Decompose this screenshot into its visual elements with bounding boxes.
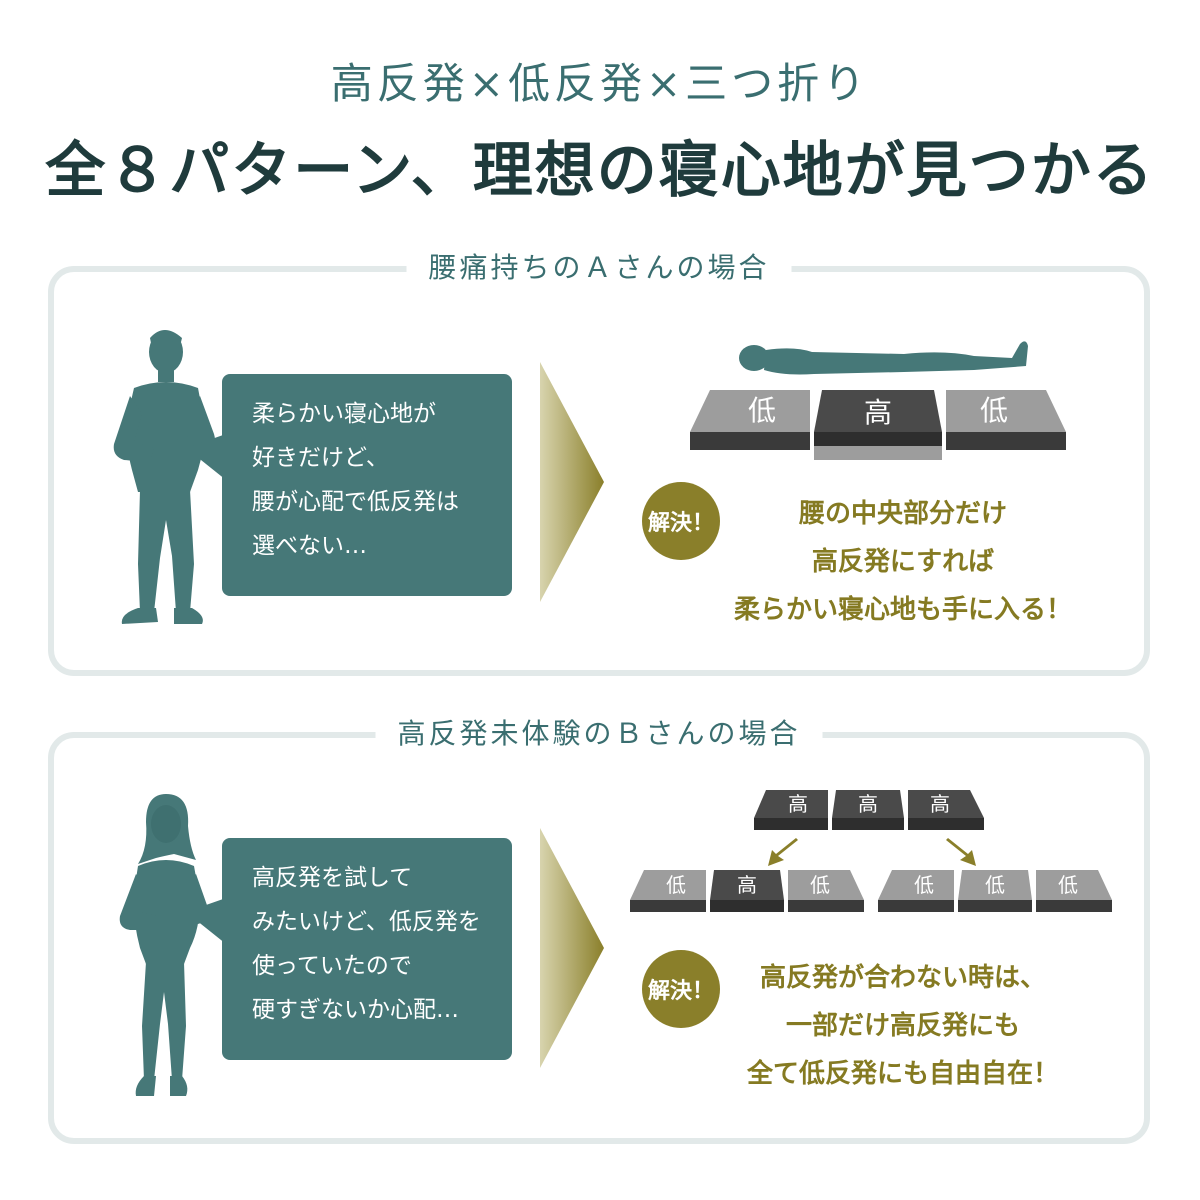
speech-bubble-tail	[186, 434, 226, 480]
case-a-solution: 腰の中央部分だけ 高反発にすれば 柔らかい寝心地も手に入る！	[718, 490, 1088, 634]
case-a-speech-bubble: 柔らかい寝心地が 好きだけど、 腰が心配で低反発は 選べない…	[186, 374, 512, 596]
case-b-top-mattress: 高 高 高	[754, 790, 984, 830]
case-b-right-mattress: 低 低 低	[878, 870, 1112, 912]
case-b-left-mattress: 低 高 低	[630, 870, 864, 912]
case-a-bubble-line: 好きだけど、	[252, 445, 389, 471]
case-a-solution-line: 高反発にすれば	[811, 547, 995, 577]
case-a-bubble-line: 柔らかい寝心地が	[252, 401, 436, 427]
mat-label: 高	[788, 792, 808, 816]
case-b-solution-line: 高反発が合わない時は、	[759, 963, 1046, 993]
case-b-solution: 高反発が合わない時は、 一部だけ高反発にも 全て低反発にも自由自在！	[718, 954, 1088, 1098]
case-b-bubble-line: みたいけど、低反発を	[252, 909, 481, 935]
down-right-arrow-icon	[946, 838, 976, 866]
header-subtitle: 高反発×低反発×三つ折り	[330, 59, 870, 108]
case-b-solved-badge: 解決！	[642, 950, 720, 1028]
mat-label: 低	[810, 873, 830, 897]
case-a-bubble-line: 選べない…	[252, 533, 367, 559]
speech-bubble-tail	[186, 898, 226, 944]
woman-silhouette-icon	[119, 794, 209, 1096]
mat-label: 低	[985, 873, 1005, 897]
mat-label: 低	[1058, 873, 1078, 897]
mat-label: 低	[914, 873, 934, 897]
case-b-title: 高反発未体験のＢさんの場合	[375, 712, 823, 752]
case-b-speech-bubble: 高反発を試して みたいけど、低反発を 使っていたので 硬すぎないか心配…	[186, 838, 512, 1060]
case-b-bubble-line: 硬すぎないか心配…	[252, 997, 459, 1023]
man-silhouette-icon	[113, 330, 215, 624]
mat-label: 低	[980, 394, 1008, 427]
lying-person-icon	[739, 341, 1028, 375]
case-a-title: 腰痛持ちのＡさんの場合	[406, 246, 792, 286]
case-b-bubble-line: 高反発を試して	[252, 865, 413, 891]
case-b-solution-line: 全て低反発にも自由自在！	[746, 1059, 1059, 1089]
case-a-solved-badge: 解決！	[642, 482, 720, 560]
case-b-bubble-line: 使っていたので	[252, 953, 412, 979]
mat-label: 高	[858, 792, 878, 816]
case-a-solution-line: 腰の中央部分だけ	[798, 499, 1007, 529]
case-a-solution-line: 柔らかい寝心地も手に入る！	[733, 595, 1072, 625]
down-left-arrow-icon	[768, 838, 798, 866]
mat-label: 高	[864, 396, 892, 429]
case-a-arrow-icon	[540, 362, 604, 602]
mat-label: 高	[930, 792, 950, 816]
case-a-mattress: 低 高 低	[690, 390, 1066, 460]
case-a-panel: 腰痛持ちのＡさんの場合 柔らかい寝心地が 好きだけど、 腰が心配で低反発は 選べ…	[48, 246, 1150, 676]
case-b-arrow-icon	[540, 828, 604, 1068]
mat-label: 低	[748, 394, 776, 427]
header-title: 全８パターン、理想の寝心地が見つかる	[45, 136, 1155, 206]
mat-label: 高	[737, 873, 757, 897]
case-b-panel: 高反発未体験のＢさんの場合 高反発を試して みたいけど、低反発を 使っていたので…	[48, 712, 1150, 1144]
mat-label: 低	[666, 873, 686, 897]
case-a-bubble-line: 腰が心配で低反発は	[252, 489, 459, 515]
case-b-solution-line: 一部だけ高反発にも	[785, 1011, 1020, 1041]
